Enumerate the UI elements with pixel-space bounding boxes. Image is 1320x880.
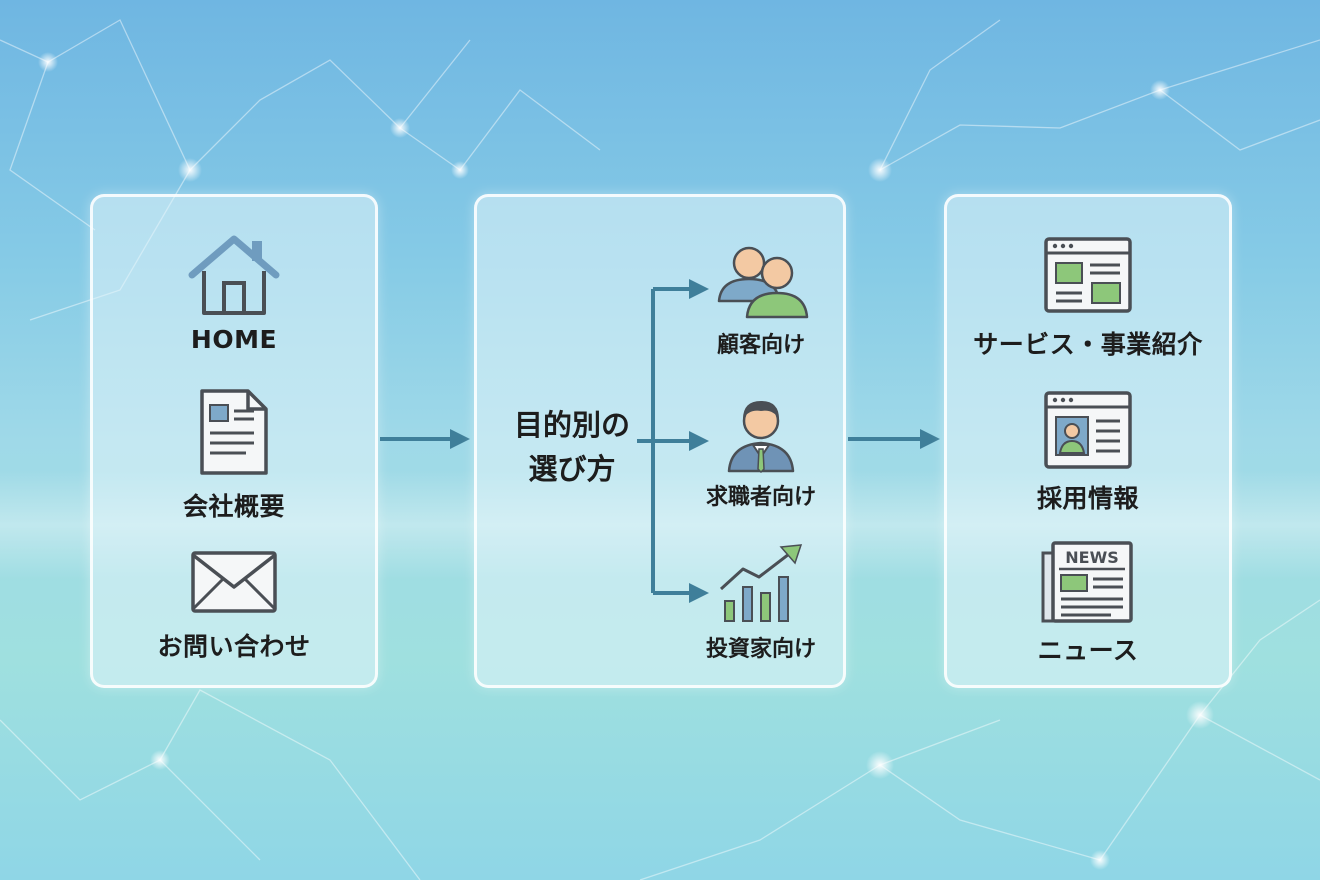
branch-connector (637, 279, 709, 603)
purpose-title-line2: 選び方 (528, 452, 616, 486)
purpose-label-jobseekers: 求職者向け (705, 485, 816, 510)
info-label-services: サービス・事業紹介 (973, 330, 1203, 359)
info-label-news: ニュース (1037, 636, 1139, 665)
customers-icon (717, 246, 809, 319)
information-pages-panel: サービス・事業紹介 採用情報 NEWS (944, 194, 1232, 688)
site-navigation-panel: HOME 会社概要 お問い合わせ (90, 194, 378, 688)
document-icon (200, 389, 268, 475)
newspaper-icon: NEWS (1041, 541, 1133, 623)
investor-chart-icon (719, 544, 803, 622)
jobseeker-icon (727, 401, 795, 473)
purpose-title: 目的別の 選び方 (497, 403, 647, 491)
nav-item-contact[interactable]: お問い合わせ (93, 549, 375, 663)
profile-page-icon (1044, 391, 1132, 469)
flow-arrow-2 (848, 429, 940, 449)
mail-icon (191, 551, 277, 613)
purpose-label-investors: 投資家向け (705, 637, 816, 662)
info-item-services[interactable]: サービス・事業紹介 (947, 235, 1229, 361)
home-icon (188, 235, 280, 315)
purpose-item-jobseekers[interactable]: 求職者向け (691, 393, 831, 511)
purpose-selection-panel: 目的別の 選び方 顧客向け 求職者向け (474, 194, 846, 688)
flow-arrow-1 (380, 429, 470, 449)
purpose-title-line1: 目的別の (513, 408, 630, 442)
nav-label-home: HOME (190, 325, 278, 354)
purpose-label-customers: 顧客向け (716, 333, 805, 358)
info-label-recruitment: 採用情報 (1036, 484, 1139, 513)
webpage-icon (1044, 237, 1132, 313)
info-item-recruitment[interactable]: 採用情報 (947, 389, 1229, 515)
nav-item-home[interactable]: HOME (93, 231, 375, 354)
nav-item-company[interactable]: 会社概要 (93, 387, 375, 523)
purpose-item-customers[interactable]: 顧客向け (691, 241, 831, 359)
info-item-news[interactable]: NEWS ニュース (947, 539, 1229, 667)
news-badge-text: NEWS (1065, 548, 1119, 567)
nav-label-company: 会社概要 (182, 492, 285, 521)
nav-label-contact: お問い合わせ (157, 632, 311, 661)
purpose-item-investors[interactable]: 投資家向け (691, 543, 831, 663)
